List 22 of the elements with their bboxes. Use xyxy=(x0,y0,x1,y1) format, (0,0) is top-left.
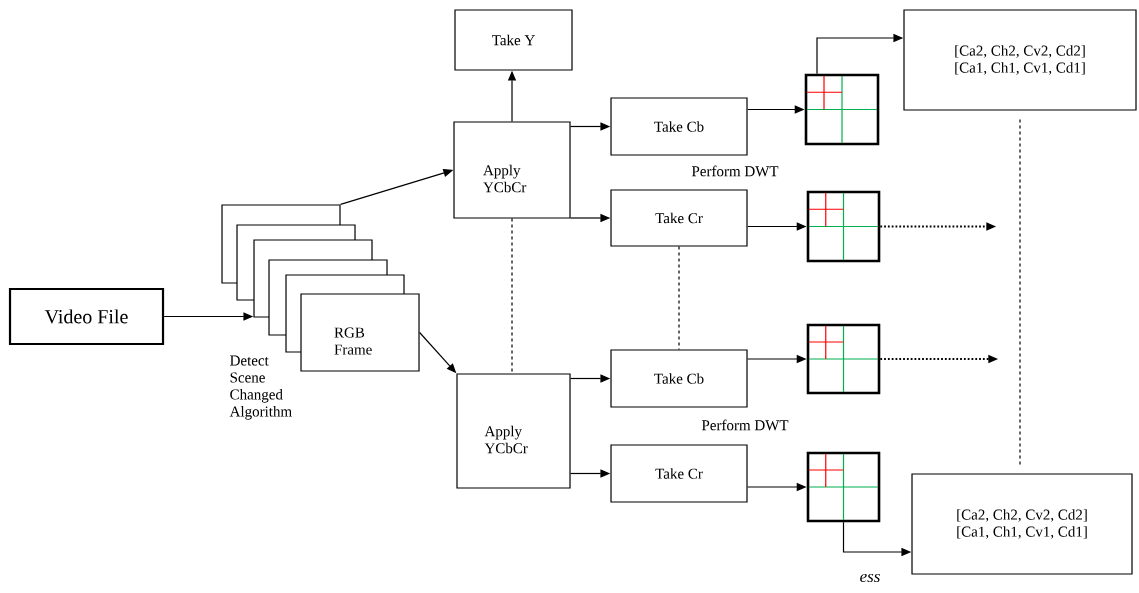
dwt-grid xyxy=(804,73,880,146)
dwt-grid xyxy=(806,323,881,395)
process-box: Take Cb xyxy=(610,97,748,156)
process-box: Take Cr xyxy=(610,444,748,503)
process-box: Take Cr xyxy=(610,189,748,247)
frame-box: RGB Frame xyxy=(300,293,420,372)
process-box: Take Y xyxy=(454,9,573,71)
file-box: Video File xyxy=(8,287,165,346)
label-text: ess xyxy=(860,573,880,583)
process-box: Take Cb xyxy=(610,349,748,408)
dashed-line xyxy=(511,218,513,374)
process-box: Apply YCbCr xyxy=(456,373,571,489)
label-text: Perform DWT xyxy=(701,419,789,431)
dashed-line xyxy=(678,246,680,350)
coefficient-box: [Ca2, Ch2, Cv2, Cd2] [Ca1, Ch1, Cv1, Cd1] xyxy=(903,9,1137,111)
label-text: Detect Scene Changed Algorithm xyxy=(229,355,292,420)
coefficient-box: [Ca2, Ch2, Cv2, Cd2] [Ca1, Ch1, Cv1, Cd1] xyxy=(911,473,1133,575)
dwt-grid xyxy=(806,190,881,263)
dwt-grid xyxy=(806,451,881,523)
process-box: Apply YCbCr xyxy=(453,121,571,219)
dashed-line xyxy=(1019,119,1021,465)
label-text: Perform DWT xyxy=(691,165,779,177)
